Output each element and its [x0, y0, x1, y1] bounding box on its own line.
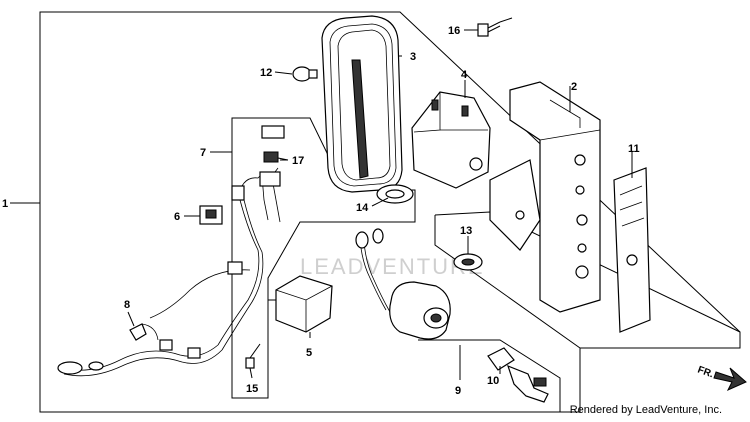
screw-16 — [477, 17, 513, 37]
switch-group-outline — [418, 339, 561, 412]
leader-lines — [127, 29, 633, 380]
cover-part — [321, 15, 403, 193]
clip-8 — [129, 323, 159, 341]
callout-6: 6 — [174, 211, 180, 223]
callout-8: 8 — [124, 299, 130, 311]
callout-9: 9 — [455, 385, 461, 397]
callout-4: 4 — [461, 69, 468, 81]
callout-13: 13 — [460, 225, 472, 237]
callout-11: 11 — [628, 143, 640, 155]
bracket-4 — [411, 91, 491, 189]
front-label: FR. — [696, 364, 715, 380]
callout-2: 2 — [571, 81, 577, 93]
grommet-12 — [274, 66, 318, 82]
callout-16: 16 — [448, 25, 460, 37]
callout-7: 7 — [200, 147, 206, 159]
label-panel-11 — [613, 167, 651, 333]
assembly-outline — [39, 11, 741, 413]
wire-harness-7 — [57, 167, 281, 377]
control-box-2 — [489, 81, 601, 313]
callout-15: 15 — [246, 383, 258, 395]
connector-6 — [184, 205, 223, 225]
callout-labels: 1 2 3 4 5 6 7 8 9 10 11 12 13 14 15 16 1… — [2, 25, 640, 397]
callout-1: 1 — [2, 198, 8, 210]
callout-14: 14 — [356, 202, 369, 214]
callout-5: 5 — [306, 347, 312, 359]
footer-credit: Rendered by LeadVenture, Inc. — [569, 404, 722, 416]
grommet-13 — [453, 253, 483, 271]
callout-17: 17 — [292, 155, 304, 167]
front-direction-indicator: FR. — [696, 364, 747, 392]
callout-10: 10 — [487, 375, 499, 387]
key-10 — [487, 347, 549, 403]
callout-3: 3 — [410, 51, 416, 63]
ignition-switch-9 — [355, 228, 451, 340]
relay-5 — [268, 275, 333, 333]
callout-12: 12 — [260, 67, 272, 79]
fuse-17 — [261, 125, 289, 163]
watermark: LEADVENTURE — [300, 254, 485, 279]
bolt-15 — [245, 343, 261, 369]
